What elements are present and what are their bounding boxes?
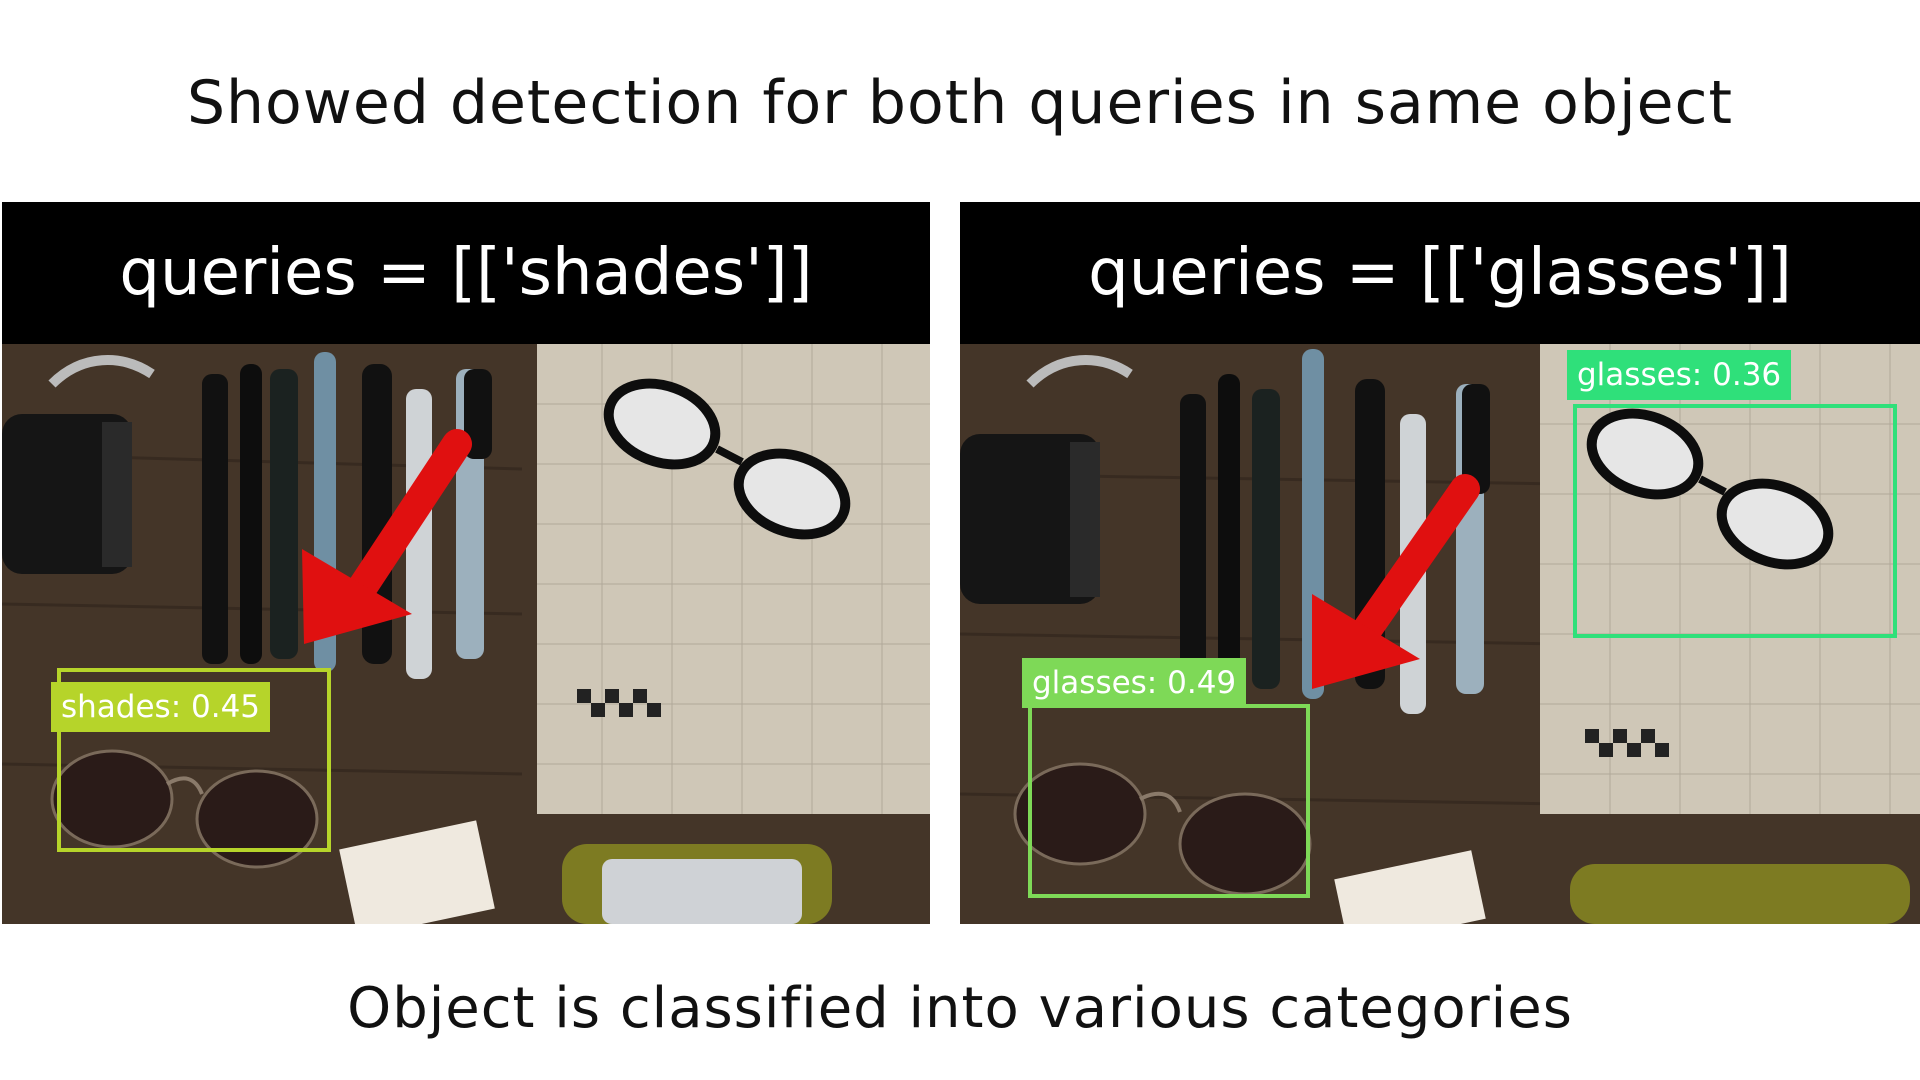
page-caption: Object is classified into various catego… bbox=[347, 976, 1573, 1041]
red-arrow bbox=[1312, 474, 1480, 689]
camera-case bbox=[1570, 864, 1910, 924]
detection-label-shades: shades: 0.45 bbox=[51, 682, 271, 732]
sunglasses bbox=[1013, 762, 1312, 896]
panel-glasses: queries = [['glasses']] bbox=[960, 202, 1920, 924]
checker-pattern bbox=[1585, 729, 1669, 757]
desk-photo bbox=[2, 344, 930, 924]
reading-glasses bbox=[1586, 408, 1834, 570]
page-title: Showed detection for both queries in sam… bbox=[186, 68, 1734, 138]
checker-pattern bbox=[577, 689, 661, 717]
cards bbox=[1334, 850, 1486, 924]
desk-photo bbox=[960, 344, 1920, 924]
cable-shape bbox=[1026, 355, 1133, 388]
cards bbox=[339, 820, 495, 924]
detection-box-shades bbox=[57, 668, 331, 852]
camera-lens bbox=[2, 414, 132, 574]
pens bbox=[202, 352, 492, 679]
panel-header-shades: queries = [['shades']] bbox=[2, 202, 930, 344]
detection-label-glasses-lower: glasses: 0.49 bbox=[1022, 658, 1247, 708]
detection-label-glasses-upper: glasses: 0.36 bbox=[1567, 350, 1792, 400]
notebook bbox=[537, 344, 930, 814]
notebook bbox=[1540, 344, 1920, 814]
cable-shape bbox=[48, 355, 155, 388]
detection-box-glasses-upper bbox=[1573, 404, 1897, 638]
panel-header-glasses: queries = [['glasses']] bbox=[960, 202, 1920, 344]
reading-glasses bbox=[603, 378, 851, 540]
panel-shades: queries = [['shades']] bbox=[2, 202, 930, 924]
red-arrow bbox=[302, 429, 472, 644]
sunglasses bbox=[50, 749, 319, 869]
camera-lens bbox=[960, 434, 1100, 604]
